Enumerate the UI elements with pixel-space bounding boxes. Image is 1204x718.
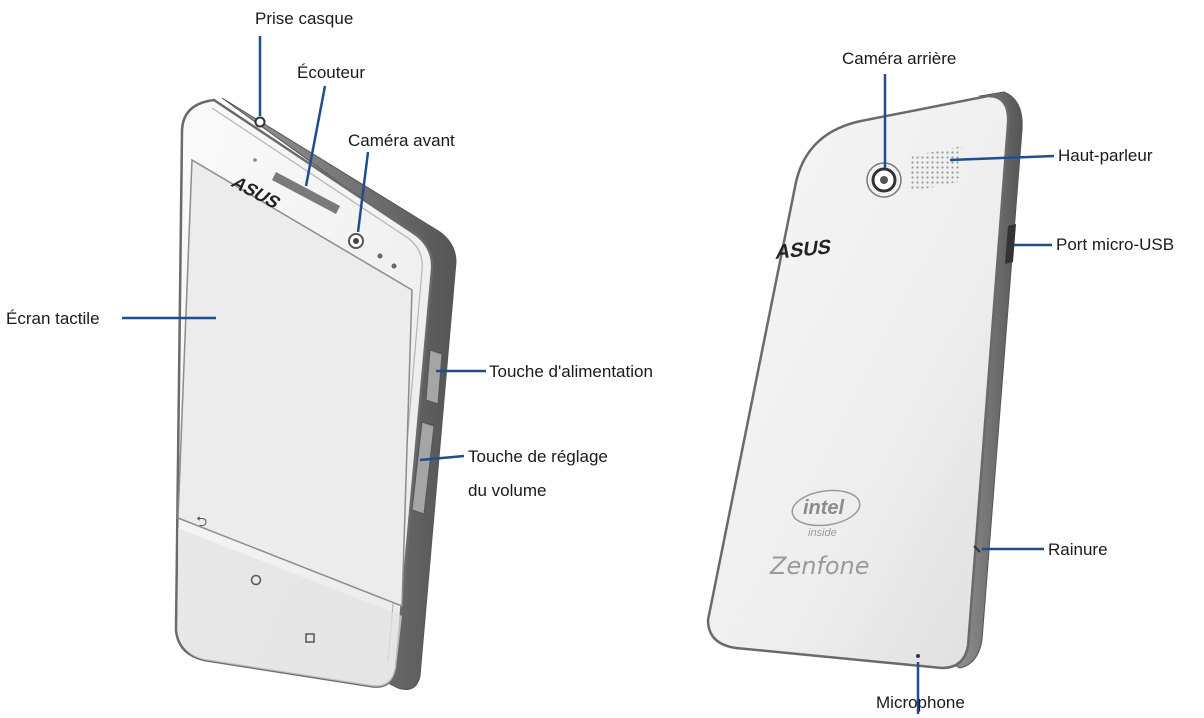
microphone-hole	[916, 654, 920, 658]
leader-volume-key	[419, 454, 465, 462]
proximity-sensor	[377, 253, 383, 259]
label-earpiece: Écouteur	[297, 63, 365, 82]
micro-usb-port	[1005, 224, 1016, 264]
rear-speaker-grille	[908, 146, 962, 192]
power-key-button	[425, 349, 443, 405]
label-power-key: Touche d'alimentation	[489, 362, 653, 381]
label-headphone-jack: Prise casque	[255, 9, 353, 28]
front-notification-dot	[253, 158, 257, 162]
leader-front-camera	[356, 151, 370, 233]
leader-speaker	[949, 154, 1055, 162]
intel-badge-swirl	[791, 489, 861, 527]
front-phone-bezel-line	[211, 107, 423, 663]
front-bottom-panel	[178, 528, 402, 687]
label-groove: Rainure	[1048, 540, 1108, 559]
front-phone: ASUS ⮌	[174, 97, 457, 690]
home-key-icon	[250, 574, 262, 586]
front-camera-core	[353, 238, 359, 244]
back-phone: ASUS intel inside Zenfone	[706, 91, 1023, 670]
label-rear-camera: Caméra arrière	[842, 49, 956, 68]
volume-key-button	[411, 421, 435, 515]
light-sensor	[391, 263, 397, 269]
leader-lines	[122, 36, 1055, 714]
earpiece-grille	[272, 172, 340, 214]
headphone-jack-port	[254, 116, 266, 128]
front-touchscreen	[177, 158, 413, 608]
label-volume-key-line1: Touche de réglage	[468, 447, 608, 466]
back-phone-body	[706, 94, 1010, 670]
intel-logo-text: intel	[803, 497, 845, 519]
label-usb-port: Port micro-USB	[1056, 235, 1174, 254]
label-volume-key-line2: du volume	[468, 481, 546, 500]
intel-inside-text: inside	[808, 527, 837, 539]
leader-earpiece	[304, 85, 327, 187]
label-microphone: Microphone	[876, 693, 965, 712]
label-touchscreen: Écran tactile	[6, 309, 100, 328]
rear-camera-core	[880, 176, 888, 184]
label-front-camera: Caméra avant	[348, 131, 455, 150]
rear-groove-notch	[973, 545, 981, 553]
label-speaker: Haut-parleur	[1058, 146, 1153, 165]
recent-apps-key-icon	[305, 633, 315, 643]
labels: Prise casque Écouteur Caméra avant Écran…	[6, 9, 1174, 712]
back-key-icon: ⮌	[196, 514, 207, 530]
zenfone-logo-text: Zenfone	[769, 552, 870, 580]
